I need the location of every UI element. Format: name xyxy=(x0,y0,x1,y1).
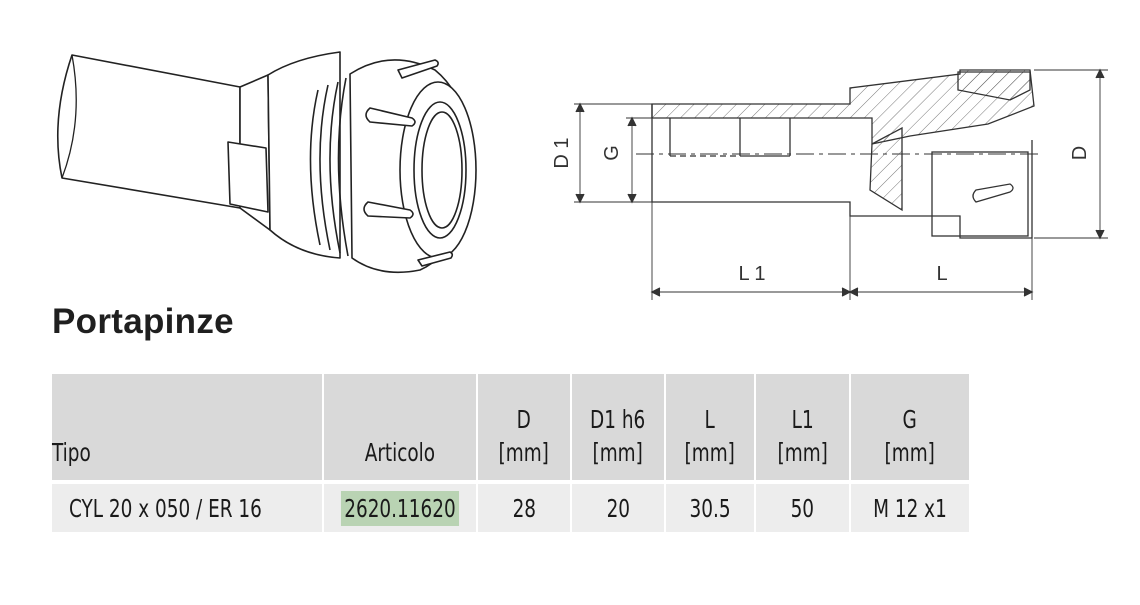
dim-label-d1: D 1 xyxy=(551,137,573,168)
collet-chuck-3d-illustration xyxy=(40,30,490,280)
spec-table: Tipo Articolo D[mm] D1 h6[mm] L[mm] L1[m… xyxy=(50,370,971,536)
header-tipo: Tipo xyxy=(52,374,322,480)
header-l: L[mm] xyxy=(666,374,754,480)
header-g: G[mm] xyxy=(851,374,969,480)
article-number-highlight[interactable]: 2620.11620 xyxy=(340,490,460,526)
cell-g: M 12 x1 xyxy=(851,484,969,532)
cell-tipo: CYL 20 x 050 / ER 16 xyxy=(52,484,322,532)
dim-label-d: D xyxy=(1069,146,1091,160)
dim-label-l: L xyxy=(936,263,947,285)
page-title: Portapinze xyxy=(52,302,234,341)
header-articolo: Articolo xyxy=(324,374,476,480)
header-d1: D1 h6[mm] xyxy=(572,374,664,480)
dim-label-l1: L 1 xyxy=(738,263,765,285)
table-header-row: Tipo Articolo D[mm] D1 h6[mm] L[mm] L1[m… xyxy=(52,374,969,480)
cell-d: 28 xyxy=(478,484,570,532)
cell-l1: 50 xyxy=(756,484,849,532)
dim-label-g: G xyxy=(601,145,623,161)
cell-l: 30.5 xyxy=(666,484,754,532)
header-l1: L1[mm] xyxy=(756,374,849,480)
header-d: D[mm] xyxy=(478,374,570,480)
cell-articolo[interactable]: 2620.11620 xyxy=(324,484,476,532)
cell-d1: 20 xyxy=(572,484,664,532)
table-row: CYL 20 x 050 / ER 16 2620.11620 28 20 30… xyxy=(52,484,969,532)
collet-chuck-section-drawing: D 1 G D L 1 L xyxy=(540,60,1120,320)
